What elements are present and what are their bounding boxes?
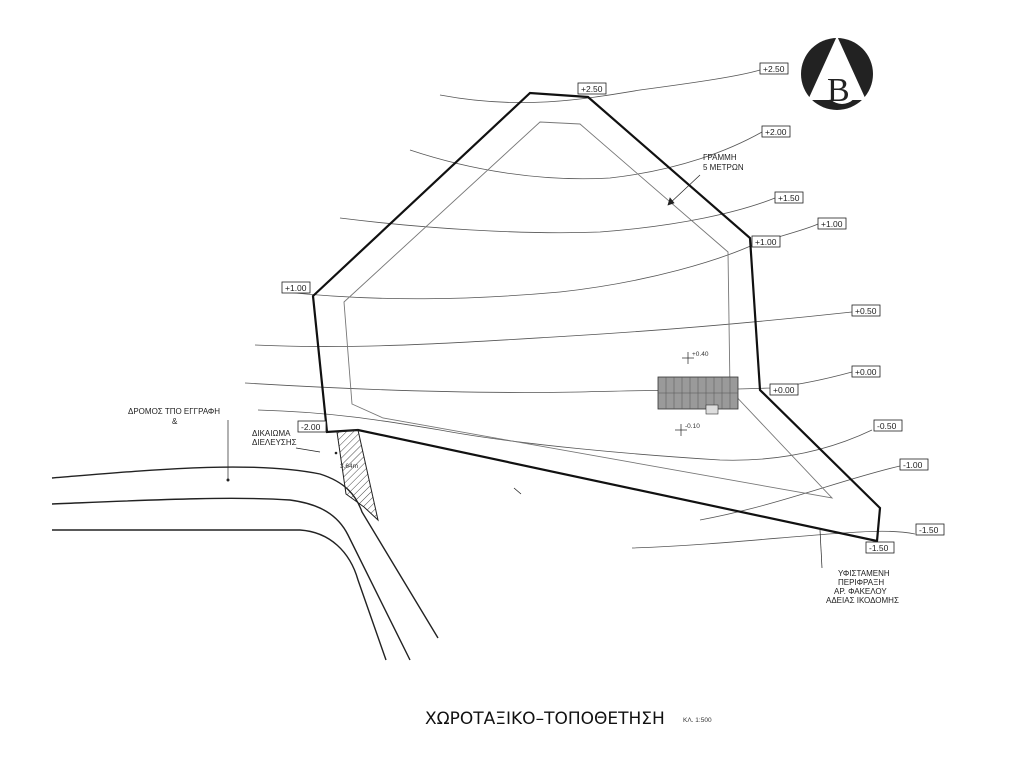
contour-line bbox=[409, 131, 763, 180]
level-tag: +1.00 bbox=[281, 281, 311, 294]
road-edge bbox=[51, 497, 411, 661]
level-tag: +0.00 bbox=[769, 383, 799, 396]
easement-label: ΔΙΚΑΙΩΜΑ bbox=[252, 429, 291, 438]
existing-fence-label: ΑΡ. ΦΑΚΕΛΟΥ bbox=[834, 587, 887, 596]
level-tag: +1.50 bbox=[774, 191, 804, 204]
drawing-title: ΧΩΡΟΤΑΞΙΚΟ–ΤΟΠΟΘΕΤΗΣΗ bbox=[425, 709, 665, 729]
svg-text:+2.00: +2.00 bbox=[765, 127, 787, 137]
contour-line bbox=[284, 223, 819, 300]
road bbox=[51, 466, 439, 661]
easement-width-label: 3.64m bbox=[340, 463, 358, 470]
level-tag: +2.50 bbox=[577, 82, 607, 95]
level-tag: +2.00 bbox=[761, 125, 791, 138]
survey-mark bbox=[513, 487, 522, 495]
existing-fence-label: ΑΔΕΙΑΣ ΙΚΟΔΟΜΗΣ bbox=[826, 596, 899, 605]
level-tags: +2.50 +2.50 +2.00 +1.50 +1.00 +1.00 +1.0… bbox=[281, 62, 945, 554]
road-label: & bbox=[172, 417, 178, 426]
svg-text:+1.50: +1.50 bbox=[778, 193, 800, 203]
spot-level-1: +0.40 bbox=[682, 351, 709, 364]
level-tag: +1.00 bbox=[817, 217, 847, 230]
svg-text:+1.00: +1.00 bbox=[821, 219, 843, 229]
easement-hatch bbox=[336, 429, 379, 522]
svg-text:+2.50: +2.50 bbox=[581, 84, 603, 94]
svg-text:+2.50: +2.50 bbox=[763, 64, 785, 74]
offset-line-label: ΓΡΑΜΜΗ bbox=[703, 153, 737, 162]
level-tag: +1.00 bbox=[751, 235, 781, 248]
contour-lines bbox=[244, 69, 916, 549]
road-edge bbox=[51, 529, 387, 661]
north-compass: B bbox=[801, 36, 873, 110]
svg-text:-1.50: -1.50 bbox=[869, 543, 889, 553]
svg-text:+0.50: +0.50 bbox=[855, 306, 877, 316]
drawing-scale: ΚΛ. 1:500 bbox=[683, 717, 712, 724]
level-tag: -1.50 bbox=[915, 523, 945, 536]
contour-line bbox=[439, 69, 761, 103]
level-tag: -1.50 bbox=[865, 541, 895, 554]
svg-text:+1.00: +1.00 bbox=[755, 237, 777, 247]
level-tag: +0.50 bbox=[851, 304, 881, 317]
contour-line bbox=[257, 409, 873, 461]
plot-boundary bbox=[311, 91, 882, 543]
offset-line-label: 5 ΜΕΤΡΩΝ bbox=[703, 163, 744, 172]
contour-line bbox=[339, 197, 776, 234]
spot-level-2: -0.10 bbox=[675, 423, 700, 436]
compass-letter: B bbox=[827, 72, 850, 109]
svg-text:-0.50: -0.50 bbox=[877, 421, 897, 431]
svg-text:-2.00: -2.00 bbox=[301, 422, 321, 432]
svg-text:-1.00: -1.00 bbox=[903, 460, 923, 470]
svg-text:+0.00: +0.00 bbox=[773, 385, 795, 395]
existing-fence-label: ΥΦΙΣΤΑΜΕΝΗ bbox=[838, 569, 890, 578]
level-tag: -0.50 bbox=[873, 419, 903, 432]
leader-dot bbox=[334, 451, 338, 455]
svg-text:+1.00: +1.00 bbox=[285, 283, 307, 293]
svg-text:-1.50: -1.50 bbox=[919, 525, 939, 535]
level-tag: +2.50 bbox=[759, 62, 789, 75]
contour-line bbox=[699, 465, 901, 521]
level-tag: -2.00 bbox=[297, 420, 327, 433]
leader-lines bbox=[227, 174, 823, 569]
level-tag: -1.00 bbox=[899, 458, 929, 471]
svg-text:+0.00: +0.00 bbox=[855, 367, 877, 377]
leader-dot bbox=[226, 478, 230, 482]
building bbox=[657, 376, 739, 415]
spot-level-label: -0.10 bbox=[685, 423, 700, 430]
level-tag: +0.00 bbox=[851, 365, 881, 378]
road-edge bbox=[51, 466, 439, 639]
easement-label: ΔΙΕΛΕΥΣΗΣ bbox=[252, 438, 297, 447]
contour-line bbox=[631, 530, 916, 549]
spot-level-label: +0.40 bbox=[692, 351, 709, 358]
existing-fence-label: ΠΕΡΙΦΡΑΞΗ bbox=[838, 578, 884, 587]
road-label: ΔΡΟΜΟΣ ΤΠΟ ΕΓΓΡΑΦΗ bbox=[128, 407, 220, 416]
contour-line bbox=[254, 311, 853, 347]
